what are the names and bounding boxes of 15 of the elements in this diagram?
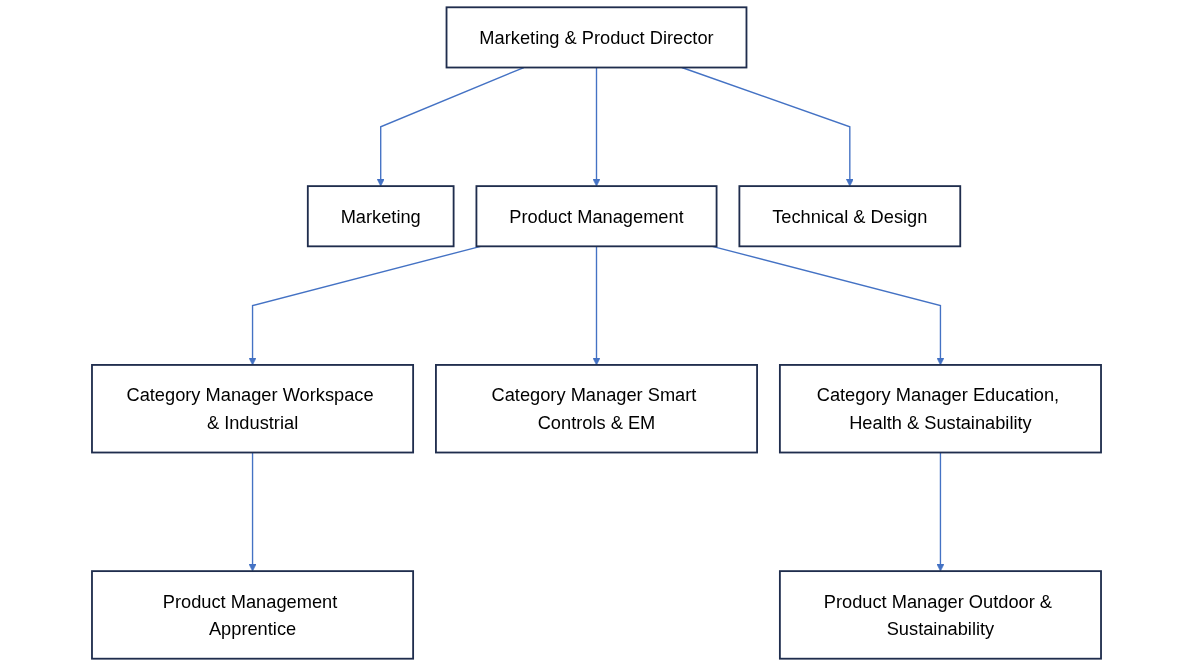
node-box: Category Manager Education, Health & Sustainability: [778, 364, 1102, 454]
arrow: [592, 66, 601, 187]
node-box: Technical & Design: [738, 185, 962, 248]
arrow: [936, 451, 945, 572]
node-box: Product Manager Outdoor & Sustainability: [778, 570, 1102, 660]
node-box: Category Manager Workspace & Industrial: [91, 364, 415, 454]
node-box: Product Management: [475, 185, 718, 248]
node-box: Marketing & Product Director: [445, 6, 748, 69]
node-box: Product Management Apprentice: [91, 570, 415, 660]
node-box: Category Manager Smart Controls & EM: [435, 364, 758, 454]
node-box: Marketing: [306, 185, 455, 248]
arrow: [248, 451, 257, 572]
arrow: [376, 66, 525, 187]
arrow: [592, 245, 601, 366]
arrow: [681, 66, 854, 187]
